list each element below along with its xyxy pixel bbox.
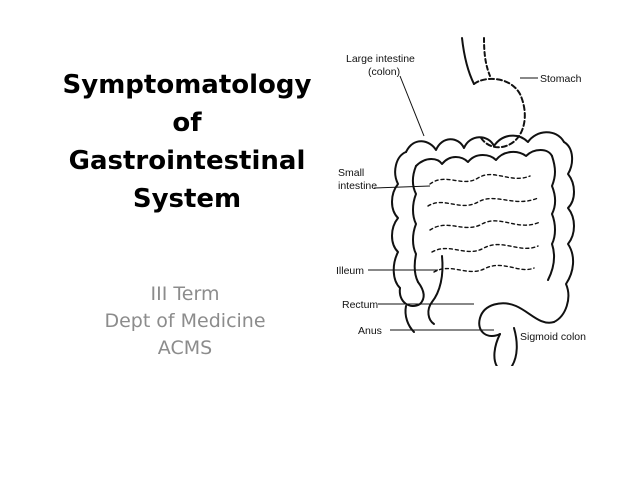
label-stomach: Stomach bbox=[540, 73, 582, 85]
esophagus-outline bbox=[461, 37, 475, 85]
title-line-1: Symptomatology bbox=[62, 70, 312, 100]
appendix bbox=[404, 305, 415, 333]
label-small-intestine-line1: Small bbox=[338, 167, 364, 179]
leader-large-intestine bbox=[399, 75, 425, 137]
ascending-colon bbox=[391, 151, 407, 289]
descending-colon-inner bbox=[547, 155, 556, 281]
gi-tract-illustration: Large intestine (colon) Stomach Small in… bbox=[336, 37, 586, 366]
label-large-intestine-line1: Large intestine bbox=[346, 53, 415, 65]
rectum bbox=[493, 327, 518, 366]
title-line-3: Gastrointestinal bbox=[68, 146, 306, 176]
ascending-colon-inner bbox=[412, 165, 419, 283]
descending-colon bbox=[553, 141, 575, 323]
label-ileum: Illeum bbox=[336, 265, 364, 277]
label-small-intestine-line2: intestine bbox=[338, 180, 377, 192]
label-rectum: Rectum bbox=[342, 299, 378, 311]
cecum bbox=[398, 281, 425, 307]
subtitle-institution: ACMS bbox=[157, 337, 213, 359]
slide-subtitle: III Term Dept of Medicine ACMS bbox=[60, 281, 310, 362]
small-intestine bbox=[427, 173, 541, 273]
leader-small-intestine bbox=[373, 185, 431, 189]
stomach-outline bbox=[473, 77, 526, 149]
sigmoid-colon bbox=[478, 302, 555, 337]
esophagus-outline-2 bbox=[483, 37, 491, 77]
title-line-4: System bbox=[132, 184, 242, 214]
transverse-colon bbox=[405, 131, 565, 153]
transverse-colon-inner bbox=[415, 149, 553, 167]
label-anus: Anus bbox=[358, 325, 382, 337]
title-line-2: of bbox=[172, 108, 202, 138]
label-large-intestine-line2: (colon) bbox=[368, 66, 400, 78]
label-sigmoid-colon: Sigmoid colon bbox=[520, 331, 586, 343]
ileum bbox=[427, 255, 444, 325]
subtitle-department: Dept of Medicine bbox=[104, 310, 266, 332]
slide-title: Symptomatology of Gastrointestinal Syste… bbox=[52, 66, 322, 218]
subtitle-term: III Term bbox=[150, 283, 220, 305]
gi-tract-diagram: Large intestine (colon) Stomach Small in… bbox=[334, 36, 610, 366]
